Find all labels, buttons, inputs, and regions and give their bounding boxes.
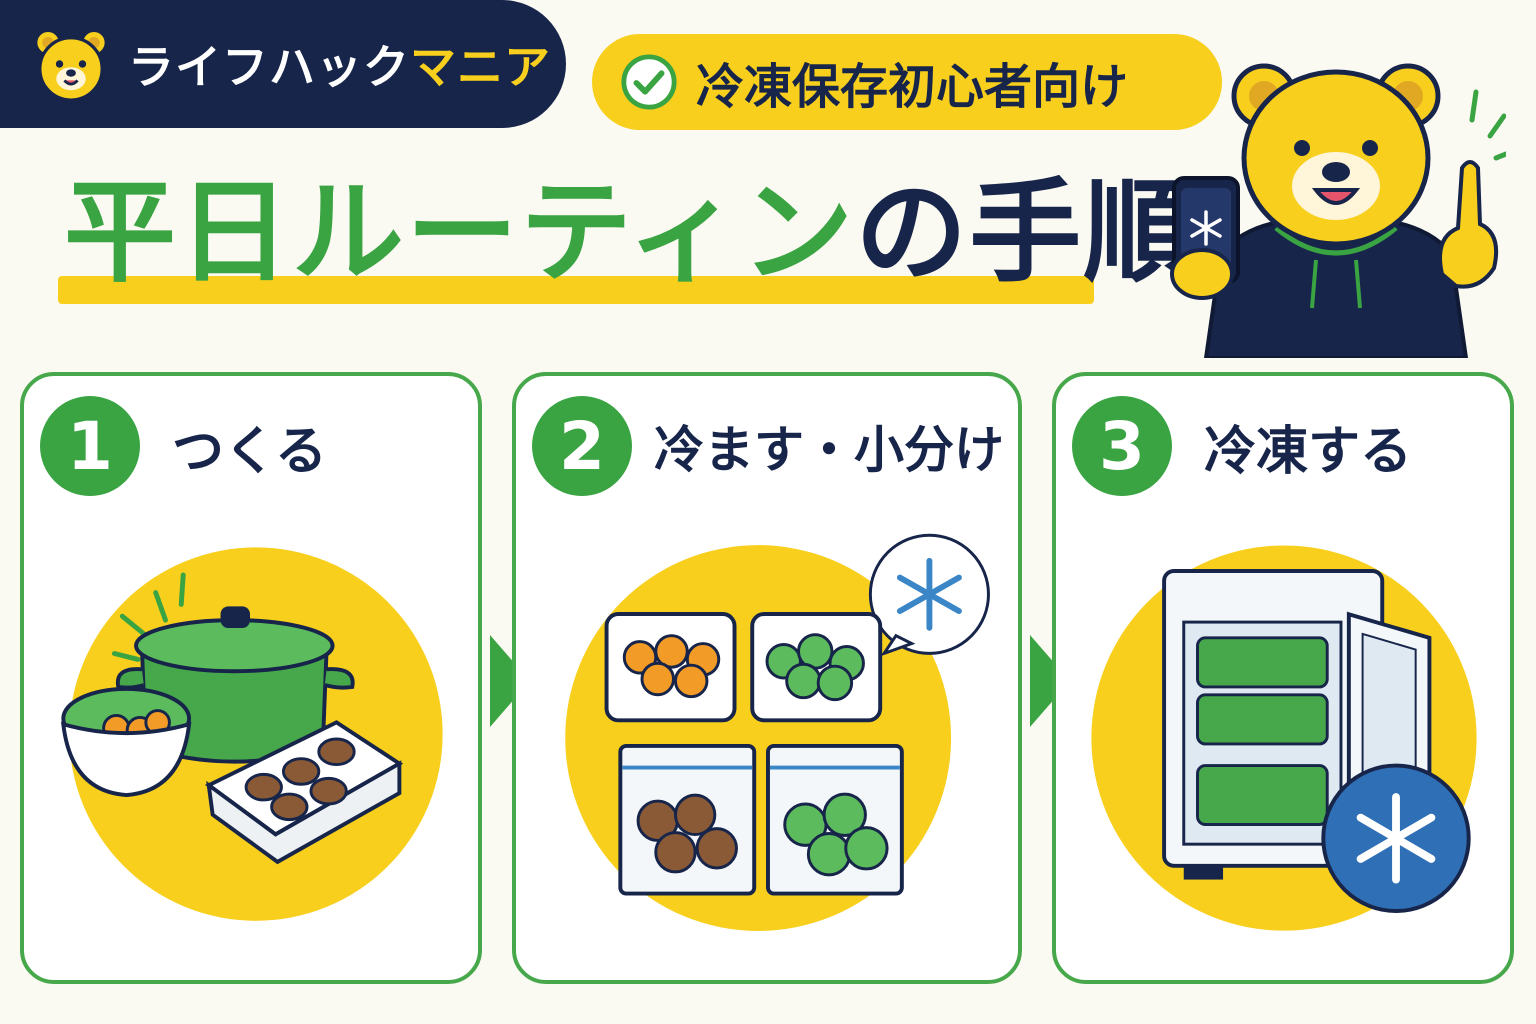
step-card-3: 3 冷凍する: [1052, 372, 1514, 984]
brand-name: ライフハックマニア: [128, 31, 551, 97]
step-1-label: つくる: [172, 421, 327, 482]
check-circle-icon: [621, 54, 677, 110]
bear-face-icon: [34, 28, 108, 102]
step-2-label: 冷ます・小分け: [654, 421, 1004, 479]
freezer-icon: [1091, 545, 1477, 931]
title-navy-part: の手順: [855, 168, 1198, 298]
step-3-header: 3 冷凍する: [1072, 396, 1412, 496]
step-1-number: 1: [40, 396, 140, 496]
cooking-pot-and-dishes-icon: [61, 547, 443, 921]
step-card-2: 2 冷ます・小分け: [512, 372, 1022, 984]
brand-name-accent: マニア: [410, 40, 551, 94]
step-3-label: 冷凍する: [1204, 421, 1413, 482]
step-1-header: 1 つくる: [40, 396, 327, 496]
step-card-1: 1 つくる: [20, 372, 482, 984]
containers-and-bags-icon: [565, 533, 990, 931]
title-green-part: 平日ルーティン: [64, 168, 856, 298]
bear-mascot-with-phone-icon: [1170, 63, 1506, 358]
brand-name-main: ライフハック: [128, 40, 410, 94]
title-underline: [58, 276, 1094, 304]
step-2-number: 2: [532, 396, 632, 496]
page-title: 平日ルーティンの手順: [58, 168, 1195, 318]
brand-badge: ライフハックマニア: [0, 0, 566, 128]
audience-badge: 冷凍保存初心者向け: [592, 34, 1222, 130]
step-2-header: 2 冷ます・小分け: [532, 396, 1004, 496]
step-3-number: 3: [1072, 396, 1172, 496]
audience-label: 冷凍保存初心者向け: [696, 59, 1129, 115]
